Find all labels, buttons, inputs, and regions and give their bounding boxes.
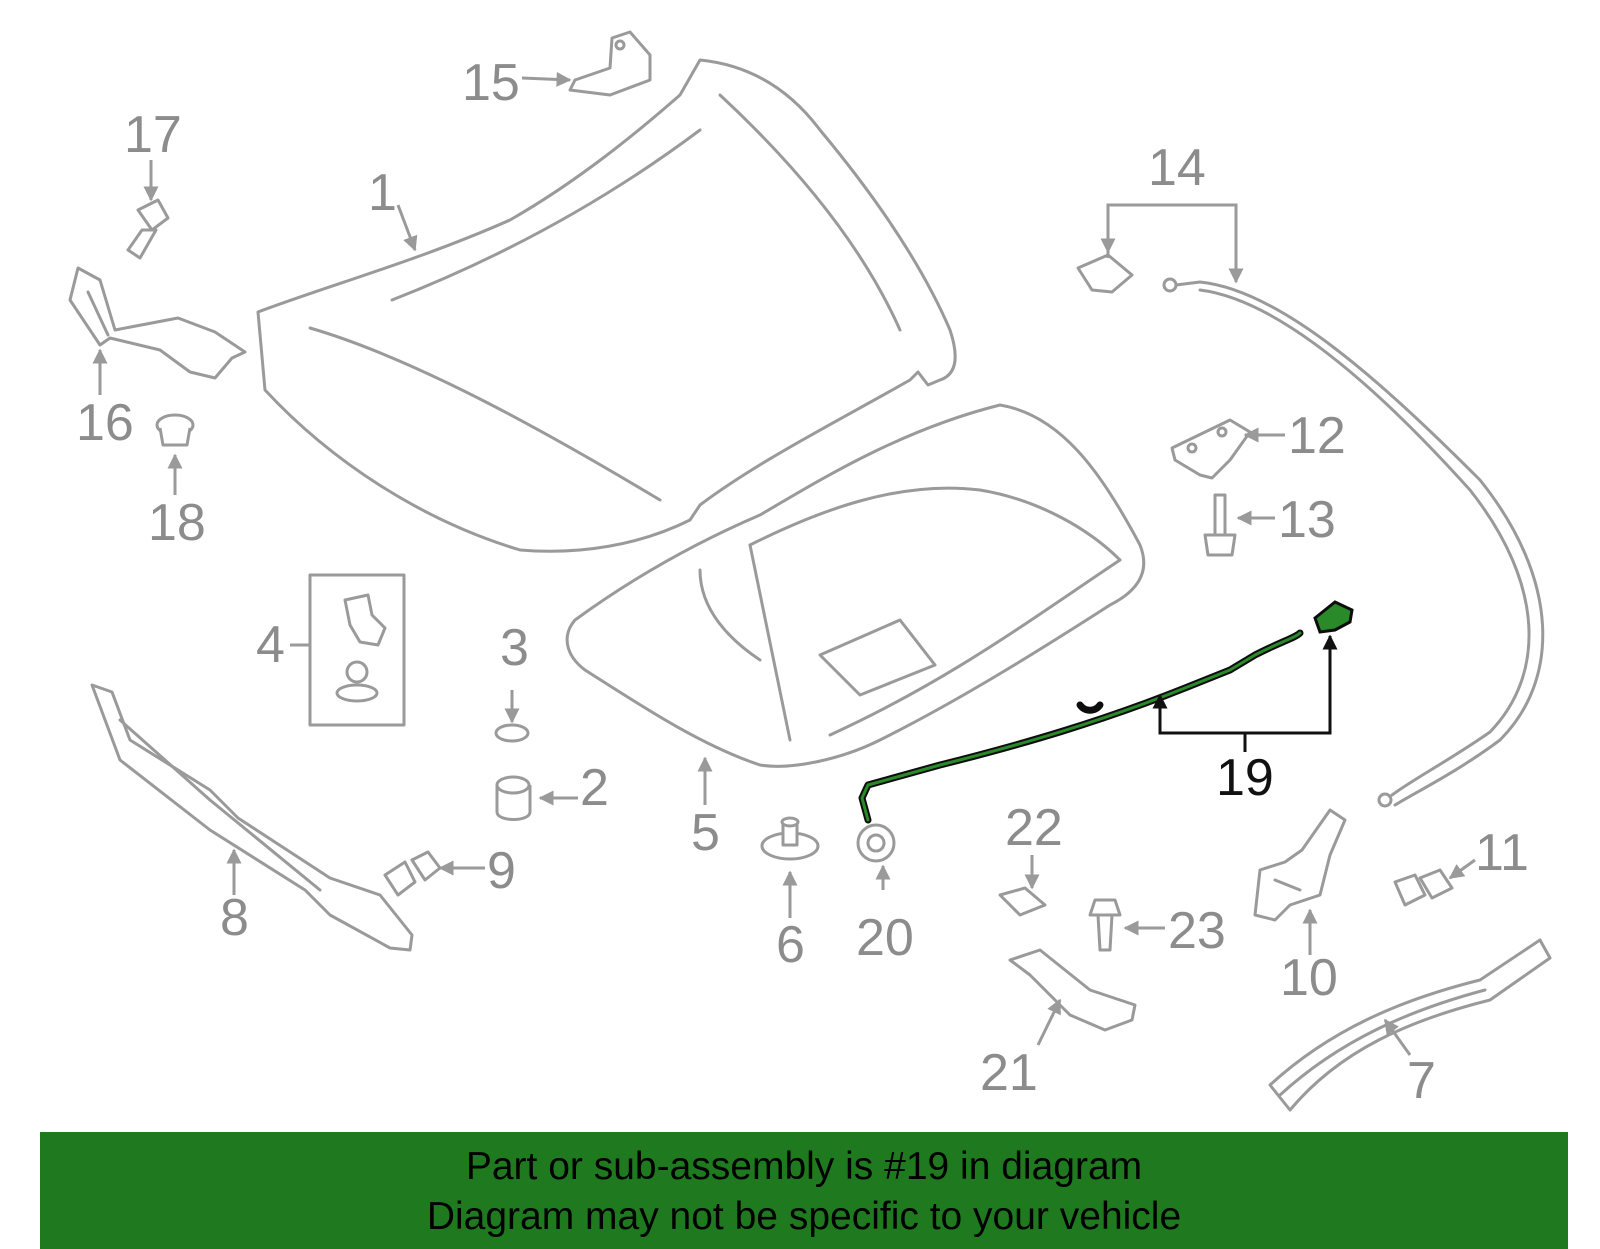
part-14-release-cable <box>1076 253 1545 808</box>
part-8-seal <box>90 683 414 952</box>
callout-3: 3 <box>500 619 529 677</box>
part-18-nut <box>155 413 195 447</box>
part-15-hinge-bracket <box>568 30 652 97</box>
callout-1: 1 <box>368 164 397 222</box>
part-16-hinge <box>68 266 247 380</box>
banner-line-part: Part or sub-assembly is #19 in diagram <box>465 1145 1143 1188</box>
part-3-ring <box>494 723 530 743</box>
callout-labels: 1 2 3 4 5 6 7 8 9 10 11 12 13 14 15 16 1… <box>76 54 1529 1110</box>
callout-7: 7 <box>1407 1052 1436 1110</box>
part-9-bolt <box>383 850 442 897</box>
part-4-bumper-kit <box>308 573 406 727</box>
part-23-bolt <box>1088 898 1122 952</box>
part-12-bracket <box>1170 418 1252 480</box>
part-11-bolt <box>1393 868 1454 907</box>
part-17-bolt <box>126 198 170 260</box>
part-6-stud <box>760 816 820 861</box>
part-1-hood <box>256 58 957 553</box>
part-7-seal <box>1268 938 1552 1112</box>
callout-19: 19 <box>1216 749 1274 807</box>
part-19-prop-rod <box>858 600 1354 824</box>
callout-17: 17 <box>124 106 182 164</box>
callout-2: 2 <box>580 759 609 817</box>
callout-16: 16 <box>76 394 134 452</box>
callout-8: 8 <box>220 889 249 947</box>
part-5-inner-panel <box>565 403 1146 768</box>
part-21-bracket <box>1008 948 1137 1032</box>
callout-4: 4 <box>256 616 285 674</box>
part-2-bumper <box>495 775 532 821</box>
callout-11: 11 <box>1475 824 1529 882</box>
callout-14: 14 <box>1148 139 1206 197</box>
part-10-latch <box>1253 808 1347 922</box>
callout-10: 10 <box>1280 949 1338 1007</box>
callout-9: 9 <box>487 842 516 900</box>
callout-21: 21 <box>980 1044 1038 1102</box>
part-22-clip <box>998 886 1047 917</box>
callout-15: 15 <box>462 54 520 112</box>
callout-13: 13 <box>1278 491 1336 549</box>
callout-20: 20 <box>856 909 914 967</box>
callout-5: 5 <box>691 804 720 862</box>
part-20-grommet <box>856 823 896 863</box>
callout-6: 6 <box>776 916 805 974</box>
callout-22: 22 <box>1005 799 1063 857</box>
callout-12: 12 <box>1288 407 1346 465</box>
part-13-bolt <box>1203 493 1237 557</box>
info-banner: Part or sub-assembly is #19 in diagram D… <box>40 1132 1568 1249</box>
callout-23: 23 <box>1168 902 1226 960</box>
callout-18: 18 <box>148 494 206 552</box>
banner-line-disclaimer: Diagram may not be specific to your vehi… <box>426 1195 1182 1238</box>
leader-lines <box>92 71 1476 1056</box>
